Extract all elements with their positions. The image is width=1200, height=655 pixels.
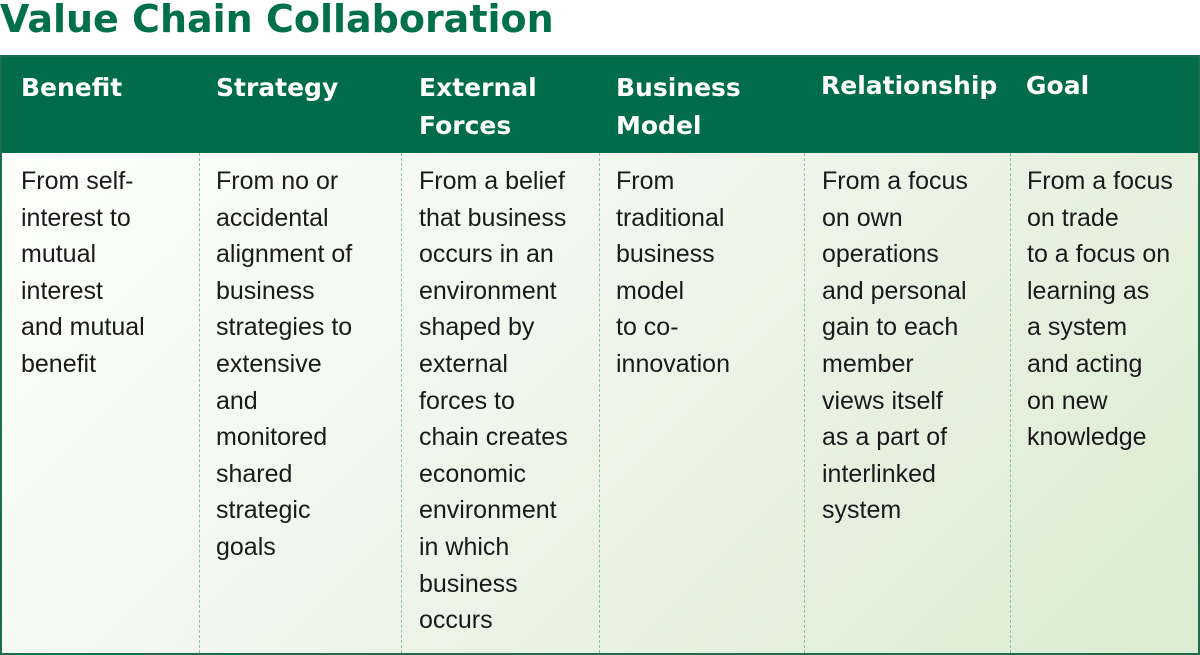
column-divider bbox=[1010, 153, 1011, 653]
cell-goal: From a focus on trade to a focus on lear… bbox=[1027, 167, 1173, 452]
cell-external-forces: From a belief that business occurs in an… bbox=[419, 167, 568, 635]
header-business-model: Business Model bbox=[616, 73, 741, 140]
cell-benefit: From self- interest to mutual interest a… bbox=[21, 167, 145, 378]
header-strategy: Strategy bbox=[216, 73, 339, 102]
cell-business-model: From traditional business model to co- i… bbox=[616, 167, 730, 378]
comparison-table: Benefit Strategy External Forces Busines… bbox=[0, 55, 1200, 655]
cell-strategy: From no or accidental alignment of busin… bbox=[216, 167, 353, 561]
header-benefit: Benefit bbox=[21, 73, 123, 102]
column-divider bbox=[599, 153, 600, 653]
header-relationship: Relationship bbox=[821, 71, 998, 100]
column-divider bbox=[401, 153, 402, 653]
header-goal: Goal bbox=[1026, 71, 1090, 100]
header-external-forces: External Forces bbox=[419, 73, 537, 140]
cell-relationship: From a focus on own operations and perso… bbox=[822, 167, 968, 525]
table-header-row: Benefit Strategy External Forces Busines… bbox=[2, 57, 1198, 153]
page-title: Value Chain Collaboration bbox=[0, 0, 554, 41]
column-divider bbox=[804, 153, 805, 653]
column-divider bbox=[199, 153, 200, 653]
